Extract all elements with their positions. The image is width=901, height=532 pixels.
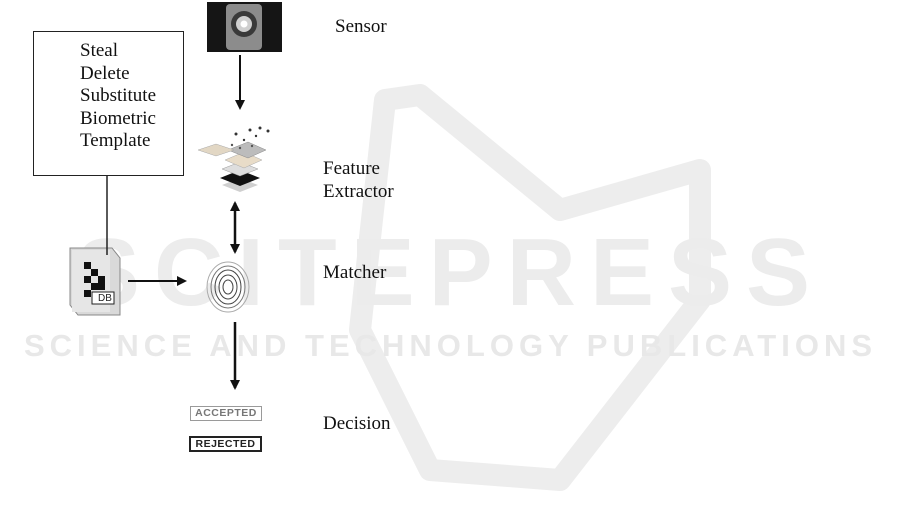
matcher-label: Matcher — [323, 262, 386, 285]
fingerprint-icon — [207, 262, 249, 312]
database-folder-icon — [70, 248, 120, 315]
feature-label-line2: Extractor — [323, 181, 394, 204]
rejected-stamp: REJECTED — [189, 436, 262, 452]
decision-label: Decision — [323, 413, 391, 436]
accepted-stamp: ACCEPTED — [190, 406, 262, 421]
attack-item-biometric: Biometric — [80, 108, 156, 131]
sensor-label: Sensor — [335, 16, 387, 39]
attack-item-delete: Delete — [80, 63, 156, 86]
database-label: DB — [98, 293, 112, 304]
sensor-icon — [207, 2, 282, 52]
attack-item-steal: Steal — [80, 40, 156, 63]
feature-extractor-icon — [198, 127, 270, 193]
attack-list: Steal Delete Substitute Biometric Templa… — [80, 40, 156, 153]
attack-item-template: Template — [80, 130, 156, 153]
attack-item-substitute: Substitute — [80, 85, 156, 108]
feature-label-line1: Feature — [323, 158, 380, 181]
